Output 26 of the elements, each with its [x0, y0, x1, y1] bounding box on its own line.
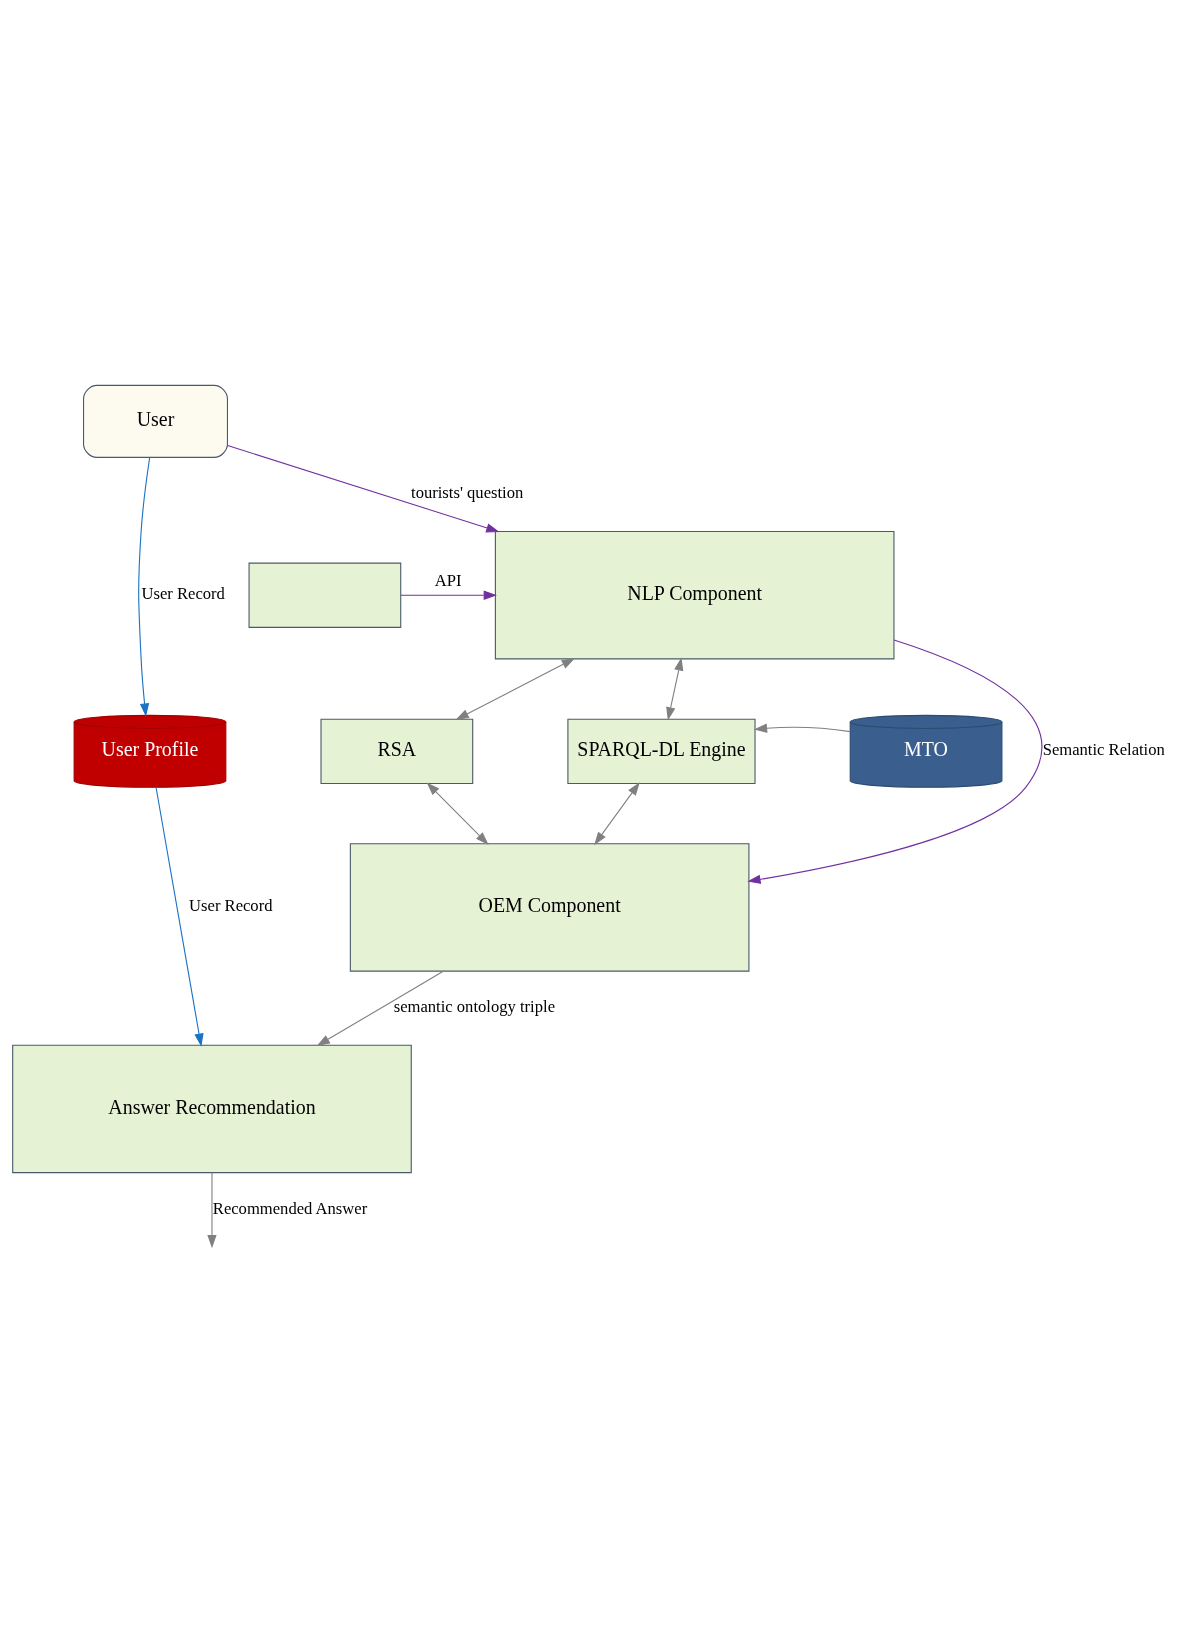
node-box: Answer Recommendation — [12, 1044, 412, 1173]
node-box: RSA — [320, 718, 474, 784]
arrow — [155, 786, 204, 1047]
edge-label: tourists' question — [411, 482, 524, 502]
arrow — [138, 456, 151, 717]
arrow — [426, 781, 489, 845]
node-box: SPARQL-DL Engine — [567, 718, 756, 784]
arrow — [400, 590, 497, 600]
edge-label: Semantic Relation — [1042, 739, 1165, 759]
arrow — [666, 656, 684, 721]
edge-label: User Record — [141, 583, 225, 603]
node-box: NLP Component — [494, 530, 895, 659]
arrow — [753, 723, 851, 733]
edge-label: semantic ontology triple — [393, 996, 556, 1016]
edge-label: User Record — [189, 895, 273, 915]
node-box — [248, 562, 402, 628]
node-box: OEM Component — [349, 842, 750, 972]
edge-label: API — [434, 570, 462, 590]
arrow — [455, 657, 576, 720]
arrow — [747, 638, 1042, 884]
arrow — [594, 781, 640, 845]
node-box: User — [83, 384, 229, 458]
arrow — [207, 1171, 217, 1248]
edge-label: Recommended Answer — [212, 1198, 368, 1218]
arrow — [316, 970, 444, 1046]
arrow — [227, 444, 500, 532]
